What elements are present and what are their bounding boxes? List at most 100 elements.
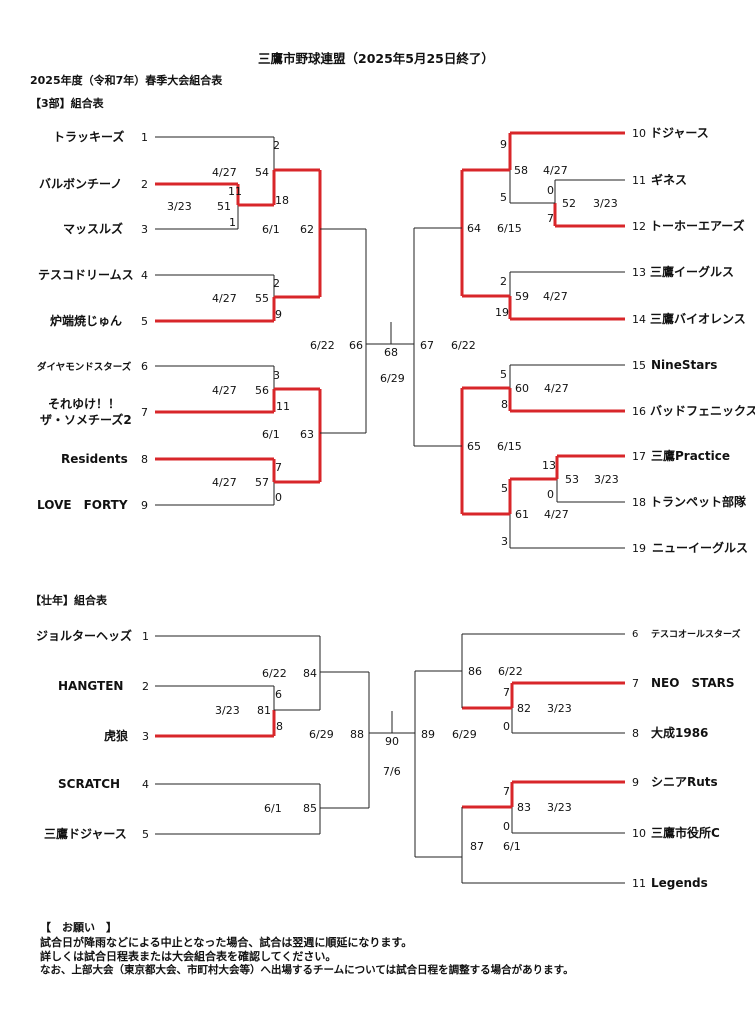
score: 8 <box>276 720 283 733</box>
game-number: 60 <box>515 382 529 395</box>
game-number: 55 <box>255 292 269 305</box>
score: 7 <box>503 686 510 699</box>
game-date: 6/15 <box>497 440 522 453</box>
team-number: 9 <box>141 499 148 512</box>
score: 5 <box>500 368 507 381</box>
game-number: 57 <box>255 476 269 489</box>
team-name: ニューイーグルス <box>652 541 749 555</box>
score: 0 <box>503 820 510 833</box>
game-number: 62 <box>300 223 314 236</box>
team-number: 12 <box>632 220 646 233</box>
game-number: 88 <box>350 728 364 741</box>
game-date: 4/27 <box>212 476 237 489</box>
team-number: 14 <box>632 313 646 326</box>
team-name: Residents <box>61 452 128 466</box>
game-number: 67 <box>420 339 434 352</box>
notes-line: 試合日が降雨などによる中止となった場合、試合は翌週に順延になります。 <box>40 936 413 949</box>
score: 3 <box>273 369 280 382</box>
game-number: 84 <box>303 667 317 680</box>
game-date: 3/23 <box>547 801 572 814</box>
notes-heading: 【 お願い 】 <box>40 921 117 934</box>
game-date: 6/29 <box>309 728 334 741</box>
team-name: 三鷹バイオレンス <box>650 312 746 326</box>
game-date: 7/6 <box>383 765 401 778</box>
game-number: 90 <box>385 735 399 748</box>
score: 13 <box>542 459 556 472</box>
score: 18 <box>275 194 289 207</box>
team-number: 5 <box>142 828 149 841</box>
game-number: 65 <box>467 440 481 453</box>
team-name: SCRATCH <box>58 777 121 791</box>
team-number: 17 <box>632 450 646 463</box>
game-number: 85 <box>303 802 317 815</box>
team-name: トランペット部隊 <box>650 495 747 509</box>
game-number: 82 <box>517 702 531 715</box>
game-number: 54 <box>255 166 269 179</box>
team-name: それゆけ！！ <box>48 397 121 411</box>
team-number: 19 <box>632 542 646 555</box>
team-name: Legends <box>651 876 708 890</box>
game-date: 4/27 <box>212 384 237 397</box>
game-number: 61 <box>515 508 529 521</box>
team-name-line2: ザ・ソメチーズ2 <box>40 413 132 427</box>
team-number: 13 <box>632 266 646 279</box>
team-name: 三鷹市役所C <box>651 826 720 840</box>
game-date: 6/29 <box>380 372 405 385</box>
tournament-subtitle: 2025年度（令和7年）春季大会組合表 <box>30 74 223 87</box>
score: 2 <box>273 139 280 152</box>
game-date: 6/29 <box>452 728 477 741</box>
team-name: NEO STARS <box>651 676 735 690</box>
game-number: 81 <box>257 704 271 717</box>
score: 7 <box>275 461 282 474</box>
game-date: 4/27 <box>544 382 569 395</box>
team-name: バルボンチーノ <box>39 177 123 191</box>
game-number: 68 <box>384 346 398 359</box>
team-number: 9 <box>632 776 639 789</box>
game-number: 63 <box>300 428 314 441</box>
game-number: 53 <box>565 473 579 486</box>
team-number: 7 <box>141 406 148 419</box>
score: 2 <box>500 275 507 288</box>
game-number: 59 <box>515 290 529 303</box>
team-name: トラッキーズ <box>53 130 125 144</box>
score: 3 <box>501 535 508 548</box>
score: 19 <box>495 306 509 319</box>
game-date: 4/27 <box>543 164 568 177</box>
game-number: 58 <box>514 164 528 177</box>
game-number: 66 <box>349 339 363 352</box>
score: 11 <box>228 185 242 198</box>
team-number: 2 <box>142 680 149 693</box>
team-name: ジョルターヘッズ <box>36 629 133 643</box>
team-number: 1 <box>141 131 148 144</box>
team-number: 6 <box>632 629 639 640</box>
game-number: 89 <box>421 728 435 741</box>
team-name: ギネス <box>651 173 688 187</box>
team-number: 3 <box>141 223 148 236</box>
notes-line: なお、上部大会（東京都大会、市町村大会等）へ出場するチームについては試合日程を調… <box>40 964 574 976</box>
team-number: 4 <box>142 778 149 791</box>
team-name: 三鷹Practice <box>651 449 731 463</box>
team-name: ダイヤモンドスターズ <box>37 362 132 373</box>
score: 11 <box>276 400 290 413</box>
score: 7 <box>547 212 554 225</box>
game-number: 56 <box>255 384 269 397</box>
score: 2 <box>273 277 280 290</box>
game-date: 6/1 <box>503 840 521 853</box>
team-number: 11 <box>632 877 646 890</box>
game-date: 4/27 <box>212 166 237 179</box>
game-number: 64 <box>467 222 481 235</box>
team-number: 10 <box>632 827 646 840</box>
team-number: 15 <box>632 359 646 372</box>
team-name: 三鷹イーグルス <box>650 265 735 279</box>
team-name: マッスルズ <box>63 222 124 236</box>
team-name: 三鷹ドジャース <box>44 827 127 841</box>
page-title: 三鷹市野球連盟（2025年5月25日終了） <box>258 51 494 66</box>
game-date: 3/23 <box>594 473 619 486</box>
game-date: 3/23 <box>167 200 192 213</box>
senior-label: 【壮年】組合表 <box>30 594 107 607</box>
team-name: シニアRuts <box>651 775 718 789</box>
team-number: 8 <box>141 453 148 466</box>
team-number: 6 <box>141 360 148 373</box>
team-number: 10 <box>632 127 646 140</box>
